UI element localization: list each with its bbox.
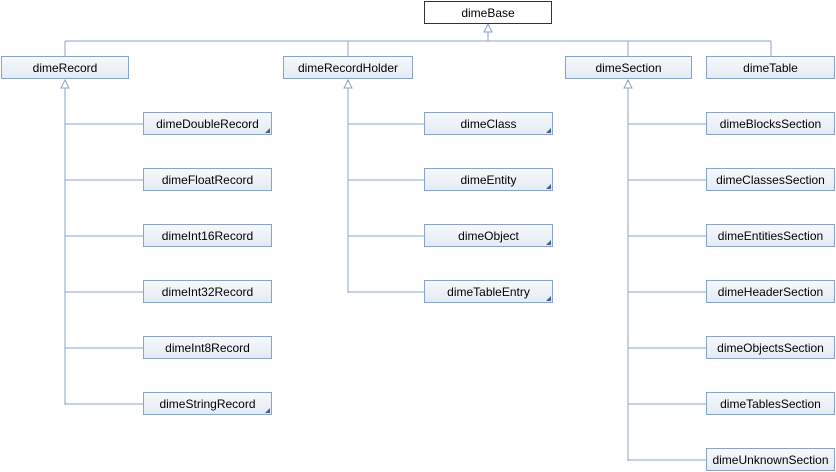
node-dimeInt32Record[interactable]: dimeInt32Record (143, 280, 272, 303)
node-dimeStringRecord[interactable]: dimeStringRecord (143, 392, 272, 415)
node-dimeTableEntry[interactable]: dimeTableEntry (424, 280, 553, 303)
node-dimeBlocksSection[interactable]: dimeBlocksSection (706, 112, 835, 135)
node-dimeObject[interactable]: dimeObject (424, 224, 553, 247)
arrow-record (60, 78, 70, 89)
node-dimeBase: dimeBase (424, 1, 552, 24)
node-dimeInt8Record[interactable]: dimeInt8Record (143, 336, 272, 359)
node-dimeUnknownSection[interactable]: dimeUnknownSection (706, 448, 835, 471)
arrow-section (623, 78, 633, 89)
node-dimeTablesSection[interactable]: dimeTablesSection (706, 392, 835, 415)
node-dimeClassesSection[interactable]: dimeClassesSection (706, 168, 835, 191)
arrow-root (483, 22, 493, 33)
node-dimeDoubleRecord[interactable]: dimeDoubleRecord (143, 112, 272, 135)
node-dimeEntity[interactable]: dimeEntity (424, 168, 553, 191)
node-dimeHeaderSection[interactable]: dimeHeaderSection (706, 280, 835, 303)
node-dimeFloatRecord[interactable]: dimeFloatRecord (143, 168, 272, 191)
node-dimeRecordHolder[interactable]: dimeRecordHolder (283, 56, 413, 79)
node-dimeTable[interactable]: dimeTable (706, 56, 835, 79)
node-dimeRecord[interactable]: dimeRecord (1, 56, 129, 79)
node-dimeObjectsSection[interactable]: dimeObjectsSection (706, 336, 835, 359)
node-dimeEntitiesSection[interactable]: dimeEntitiesSection (706, 224, 835, 247)
node-dimeSection[interactable]: dimeSection (565, 56, 692, 79)
arrow-holder (343, 78, 353, 89)
node-dimeInt16Record[interactable]: dimeInt16Record (143, 224, 272, 247)
node-dimeClass[interactable]: dimeClass (424, 112, 553, 135)
